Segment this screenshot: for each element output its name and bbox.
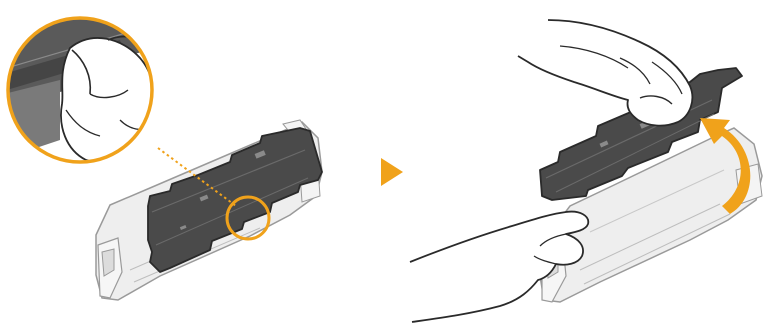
next-step-arrow-icon	[381, 158, 403, 186]
left-scene	[0, 0, 322, 300]
magnifier-callout-icon	[0, 0, 170, 163]
right-scene	[410, 20, 762, 322]
upper-hand	[518, 20, 692, 126]
